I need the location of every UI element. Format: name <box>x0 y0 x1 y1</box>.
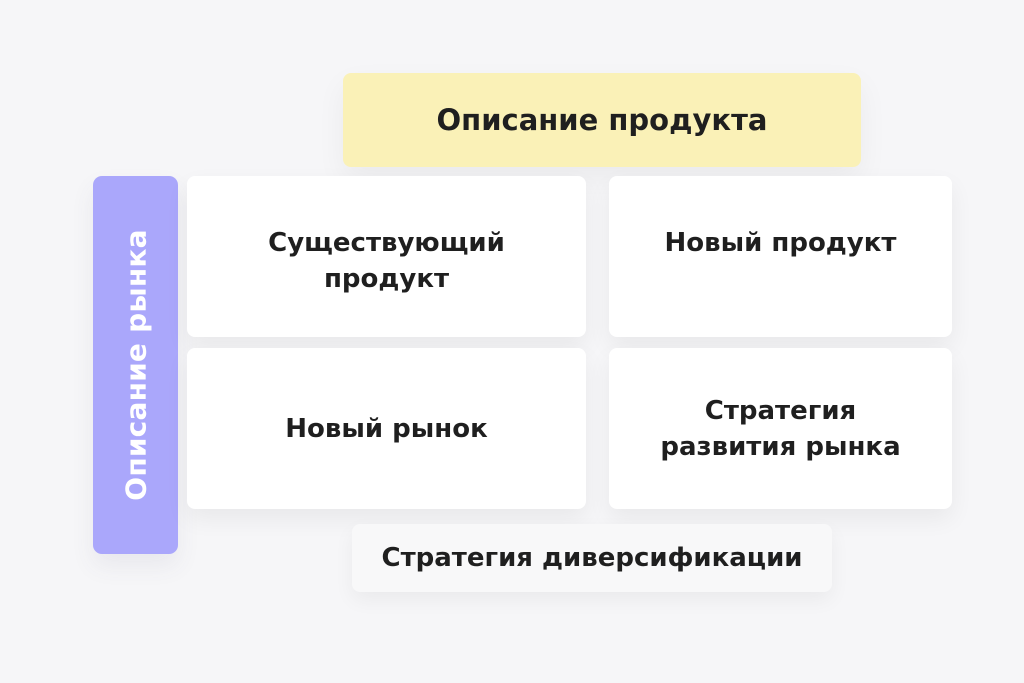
new-market-text: Новый рынок <box>285 413 488 444</box>
market-description-label: Описание рынка <box>119 229 152 501</box>
existing-product-cell: Существующий продукт <box>187 176 586 337</box>
product-description-header: Описание продукта <box>343 73 861 167</box>
new-product-cell: Новый продукт <box>609 176 952 337</box>
new-product-text: Новый продукт <box>664 228 897 258</box>
diversification-strategy-card: Стратегия диверсификации <box>352 524 832 592</box>
market-description-side-card: Описание рынка <box>93 176 178 554</box>
existing-product-text: Существующий продукт <box>268 228 505 294</box>
market-development-strategy-text: Стратегия развития рынка <box>660 395 901 462</box>
new-market-cell: Новый рынок <box>187 348 586 509</box>
market-development-strategy-cell: Стратегия развития рынка <box>609 348 952 509</box>
